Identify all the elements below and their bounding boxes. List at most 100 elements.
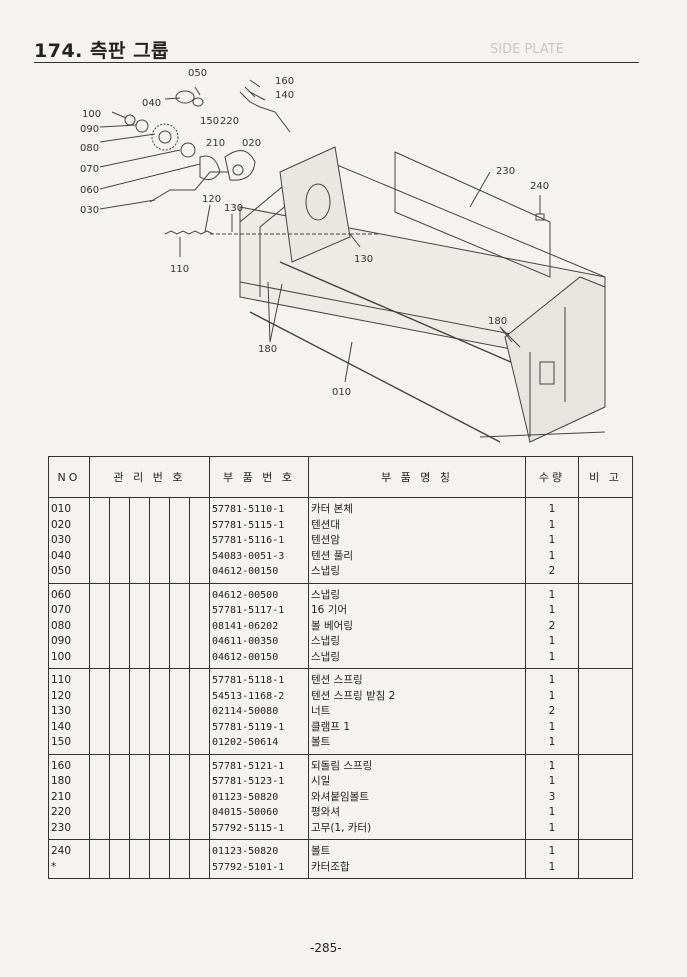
part-name-cell-value: 텐션대 xyxy=(311,518,340,531)
part-name-cell-value: 볼 베어링 xyxy=(311,619,353,632)
part-number-cell-value: 04612-00150 xyxy=(212,651,279,663)
callout-label: 230 xyxy=(496,166,515,177)
mgmt-cell xyxy=(89,754,110,840)
no-cell-value: 140 xyxy=(51,720,72,733)
part-number-cell-value: 54083-0051-3 xyxy=(212,550,285,562)
quantity-cell-value: 1 xyxy=(548,674,556,686)
no-cell-value: * xyxy=(51,860,57,873)
no-cell-value: 120 xyxy=(51,689,72,702)
no-cell-value: 030 xyxy=(51,534,72,546)
mgmt-cell xyxy=(149,583,170,669)
part-name-cell-value: 볼트 xyxy=(311,845,331,857)
mgmt-cell xyxy=(89,583,110,669)
part-number-cell-value: 57781-5115-1 xyxy=(212,519,285,531)
mgmt-cell xyxy=(169,668,190,755)
part-name-cell-value: 고무(1, 카터) xyxy=(311,821,372,834)
no-cell-value: 060 xyxy=(51,588,72,601)
no-cell: 240 * xyxy=(48,839,90,879)
part-number-cell-value: 04015-50060 xyxy=(212,807,279,818)
quantity-cell-value: 1 xyxy=(548,635,556,647)
part-name-cell-value: 시일 xyxy=(311,775,331,787)
no-cell-value: 130 xyxy=(51,705,72,717)
part-number-cell-value: 57781-5121-1 xyxy=(212,760,285,772)
callout-label: 150 xyxy=(200,116,219,127)
part-name-cell-value: 와셔붙임볼트 xyxy=(311,790,369,803)
remarks-cell xyxy=(578,497,633,584)
mgmt-cell xyxy=(189,839,210,879)
quantity-cell-value: 1 xyxy=(548,549,556,562)
no-cell-value: 220 xyxy=(51,806,72,818)
part-number-cell-value: 02114-50080 xyxy=(212,706,279,717)
mgmt-cell xyxy=(149,754,170,840)
callout-label: 130 xyxy=(224,203,243,214)
part-number-cell-value: 57792-5115-1 xyxy=(212,822,285,834)
mgmt-cell xyxy=(189,754,210,840)
no-cell-value: 050 xyxy=(51,565,72,577)
part-number-cell-value: 08141-06202 xyxy=(212,620,279,632)
no-cell-value: 090 xyxy=(51,635,72,647)
part-name-cell-value: 텐션 스프링 xyxy=(311,674,363,686)
quantity-cell-value: 2 xyxy=(548,705,556,717)
callout-label: 060 xyxy=(80,185,99,196)
no-cell-value: 210 xyxy=(51,790,72,803)
mgmt-cell xyxy=(109,668,130,755)
mgmt-cell xyxy=(109,839,130,879)
part-name-cell-value: 스냅링 xyxy=(311,565,340,577)
callout-label: 070 xyxy=(80,164,99,175)
part-name-cell-value: 볼트 xyxy=(311,736,331,748)
quantity-cell-value: 1 xyxy=(548,689,556,702)
part-name-cell-value: 텐션 풀리 xyxy=(311,549,353,562)
callout-label: 110 xyxy=(170,264,189,275)
quantity-cell-value: 1 xyxy=(548,503,556,515)
mgmt-cell xyxy=(189,583,210,669)
part-name-cell-value: 스냅링 xyxy=(311,635,340,647)
callout-label: 180 xyxy=(258,344,277,355)
title-rule xyxy=(34,62,639,63)
mgmt-cell xyxy=(169,839,190,879)
quantity-cell-value: 3 xyxy=(548,790,556,803)
quantity-cell-value: 1 xyxy=(548,736,556,748)
page-number: -285- xyxy=(310,941,342,955)
part-name-cell-value: 카터 본체 xyxy=(311,503,353,515)
part-number-cell-value: 01123-50820 xyxy=(212,846,279,857)
callout-label: 090 xyxy=(80,124,99,135)
callout-label: 120 xyxy=(202,194,221,205)
no-cell-value: 240 xyxy=(51,845,72,857)
quantity-cell: 1 1 2 1 1 xyxy=(525,668,579,755)
callout-label: 030 xyxy=(80,205,99,216)
quantity-cell-value: 1 xyxy=(548,821,556,834)
part-name-cell-value: 스냅링 xyxy=(311,650,340,663)
table-header-row: NO 관 리 번 호 부 품 번 호 부 품 명 칭 수량 비 고 xyxy=(48,456,633,498)
remarks-cell xyxy=(578,754,633,840)
part-name-cell-value: 평와셔 xyxy=(311,806,340,818)
mgmt-cell xyxy=(129,668,150,755)
remarks-cell xyxy=(578,668,633,755)
no-cell-value: 110 xyxy=(51,674,72,686)
header-no: NO xyxy=(48,456,90,498)
callout-label: 100 xyxy=(82,109,101,120)
no-cell-value: 160 xyxy=(51,759,72,772)
left-side-plate xyxy=(279,146,351,263)
mgmt-cell xyxy=(149,497,170,584)
callout-label: 240 xyxy=(530,181,549,192)
mgmt-cell xyxy=(189,497,210,584)
callout-label: 050 xyxy=(188,68,207,79)
mgmt-cell xyxy=(129,754,150,840)
part-name-cell-value: 카터조합 xyxy=(311,860,350,873)
part-name-cell-value: 클램프 1 xyxy=(311,720,350,733)
quantity-cell-value: 1 xyxy=(548,534,556,546)
part-number-cell-value: 57781-5123-1 xyxy=(212,776,285,787)
mgmt-cell xyxy=(149,839,170,879)
faint-heading: SIDE PLATE xyxy=(490,42,564,57)
no-cell-value: 010 xyxy=(51,503,72,515)
part-number-cell-value: 54513-1168-2 xyxy=(212,690,285,702)
quantity-cell-value: 1 xyxy=(548,720,556,733)
